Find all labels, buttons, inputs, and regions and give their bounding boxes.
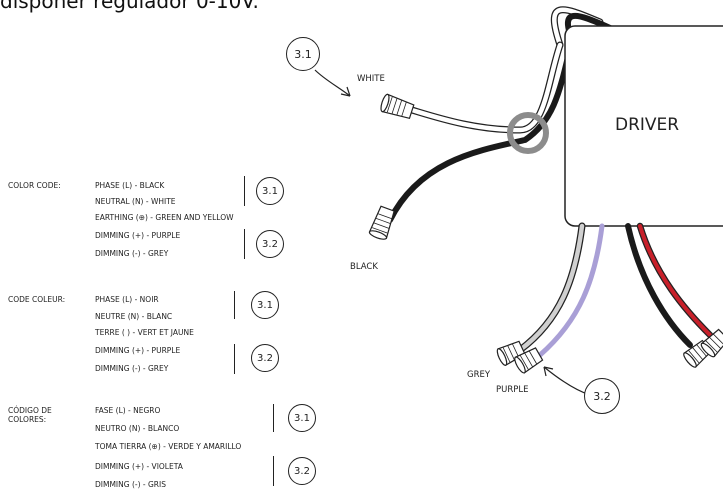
bracket-line <box>273 456 274 486</box>
ferrite-ring <box>507 112 549 154</box>
legend-ref-3-2: 3.2 <box>288 457 316 485</box>
label-grey: GREY <box>467 370 491 380</box>
callout-3-2-diagram: 3.2 <box>584 378 620 414</box>
legend-ref-3-1: 3.1 <box>256 177 284 205</box>
purple-connector <box>514 347 544 374</box>
header-text: disponer regulador 0-10V. <box>0 0 259 13</box>
grey-connector <box>496 340 526 367</box>
legend-line: NEUTRAL (N) - WHITE <box>95 197 176 206</box>
red-connector <box>700 328 723 358</box>
grey-wire <box>516 222 586 354</box>
black-wire <box>387 37 575 223</box>
bracket-line <box>234 291 235 319</box>
legend-line: TOMA TIERRA (⊕) - VERDE Y AMARILLO <box>95 442 242 451</box>
bracket-line <box>244 229 245 259</box>
callout-3-1-diagram: 3.1 <box>286 37 320 71</box>
legend-ref-3-1: 3.1 <box>288 404 316 432</box>
bracket-line <box>244 176 245 206</box>
legend-line: DIMMING (+) - PURPLE <box>95 346 181 355</box>
legend-line: PHASE (L) - BLACK <box>95 181 165 190</box>
legend-line: DIMMING (+) - PURPLE <box>95 231 181 240</box>
callout-arrow-top <box>314 69 351 97</box>
legend-ref-3-2: 3.2 <box>251 344 279 372</box>
purple-wire <box>537 223 605 358</box>
label-purple: PURPLE <box>496 385 529 395</box>
legend-line: PHASE (L) - NOIR <box>95 295 159 304</box>
label-white: WHITE <box>357 74 385 84</box>
legend-line: EARTHING (⊕) - GREEN AND YELLOW <box>95 213 234 222</box>
legend-line: NEUTRO (N) - BLANCO <box>95 424 180 433</box>
legend-line: TERRE ( ) - VERT ET JAUNE <box>95 328 194 337</box>
white-connector <box>380 93 415 120</box>
bracket-line <box>234 344 235 374</box>
legend-title: COLOR CODE: <box>8 181 61 190</box>
white-wire <box>401 41 564 134</box>
black-wire-right <box>625 223 693 348</box>
legend-line: DIMMING (-) - GREY <box>95 249 169 258</box>
legend-line: DIMMING (+) - VIOLETA <box>95 462 183 471</box>
legend-ref-3-1: 3.1 <box>251 291 279 319</box>
bracket-line <box>273 404 274 432</box>
red-wire <box>636 222 714 339</box>
black-connector <box>368 205 395 240</box>
legend-ref-3-2: 3.2 <box>256 230 284 258</box>
legend-line: DIMMING (-) - GREY <box>95 364 169 373</box>
driver-label: DRIVER <box>615 115 680 135</box>
label-black: BLACK <box>350 262 378 272</box>
legend-line: DIMMING (-) - GRIS <box>95 480 166 489</box>
legend-title-line1: CÓDIGO DE <box>8 406 52 415</box>
legend-line: NEUTRE (N) - BLANC <box>95 312 173 321</box>
legend-line: FASE (L) - NEGRO <box>95 406 161 415</box>
driver-box <box>564 25 723 227</box>
legend-title: CODE COLEUR: <box>8 295 66 304</box>
callout-arrow-bottom <box>543 366 591 396</box>
legend-title-line2: COLORES: <box>8 415 47 424</box>
